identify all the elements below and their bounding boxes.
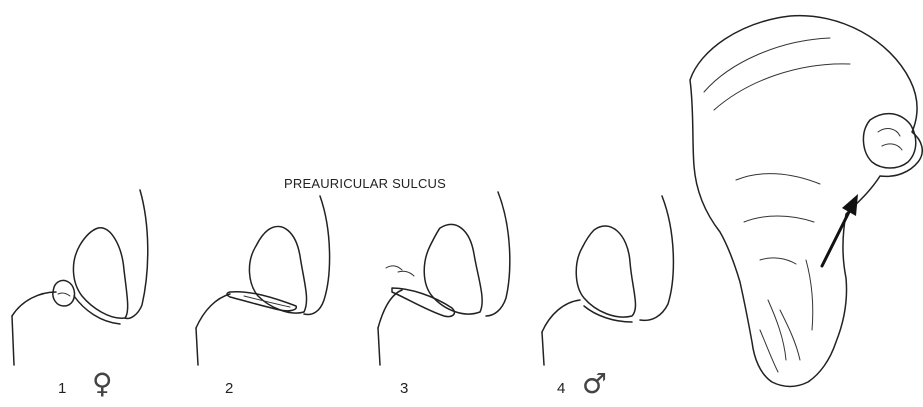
stage-4-number: 4 [557, 380, 565, 397]
arrow-pointer-icon [822, 194, 858, 266]
female-symbol-icon: ♀ [92, 370, 113, 398]
stage-3-number: 3 [400, 380, 408, 397]
pelvic-bone-illustration [690, 16, 922, 387]
stage-1-drawing [12, 190, 148, 365]
stage-2-number: 2 [225, 380, 233, 397]
stage-1-number: 1 [58, 380, 66, 397]
stage-3-drawing [378, 192, 510, 365]
male-symbol-icon: ♂ [582, 370, 607, 398]
stage-2-drawing [196, 196, 330, 365]
stage-4-drawing [542, 196, 673, 365]
